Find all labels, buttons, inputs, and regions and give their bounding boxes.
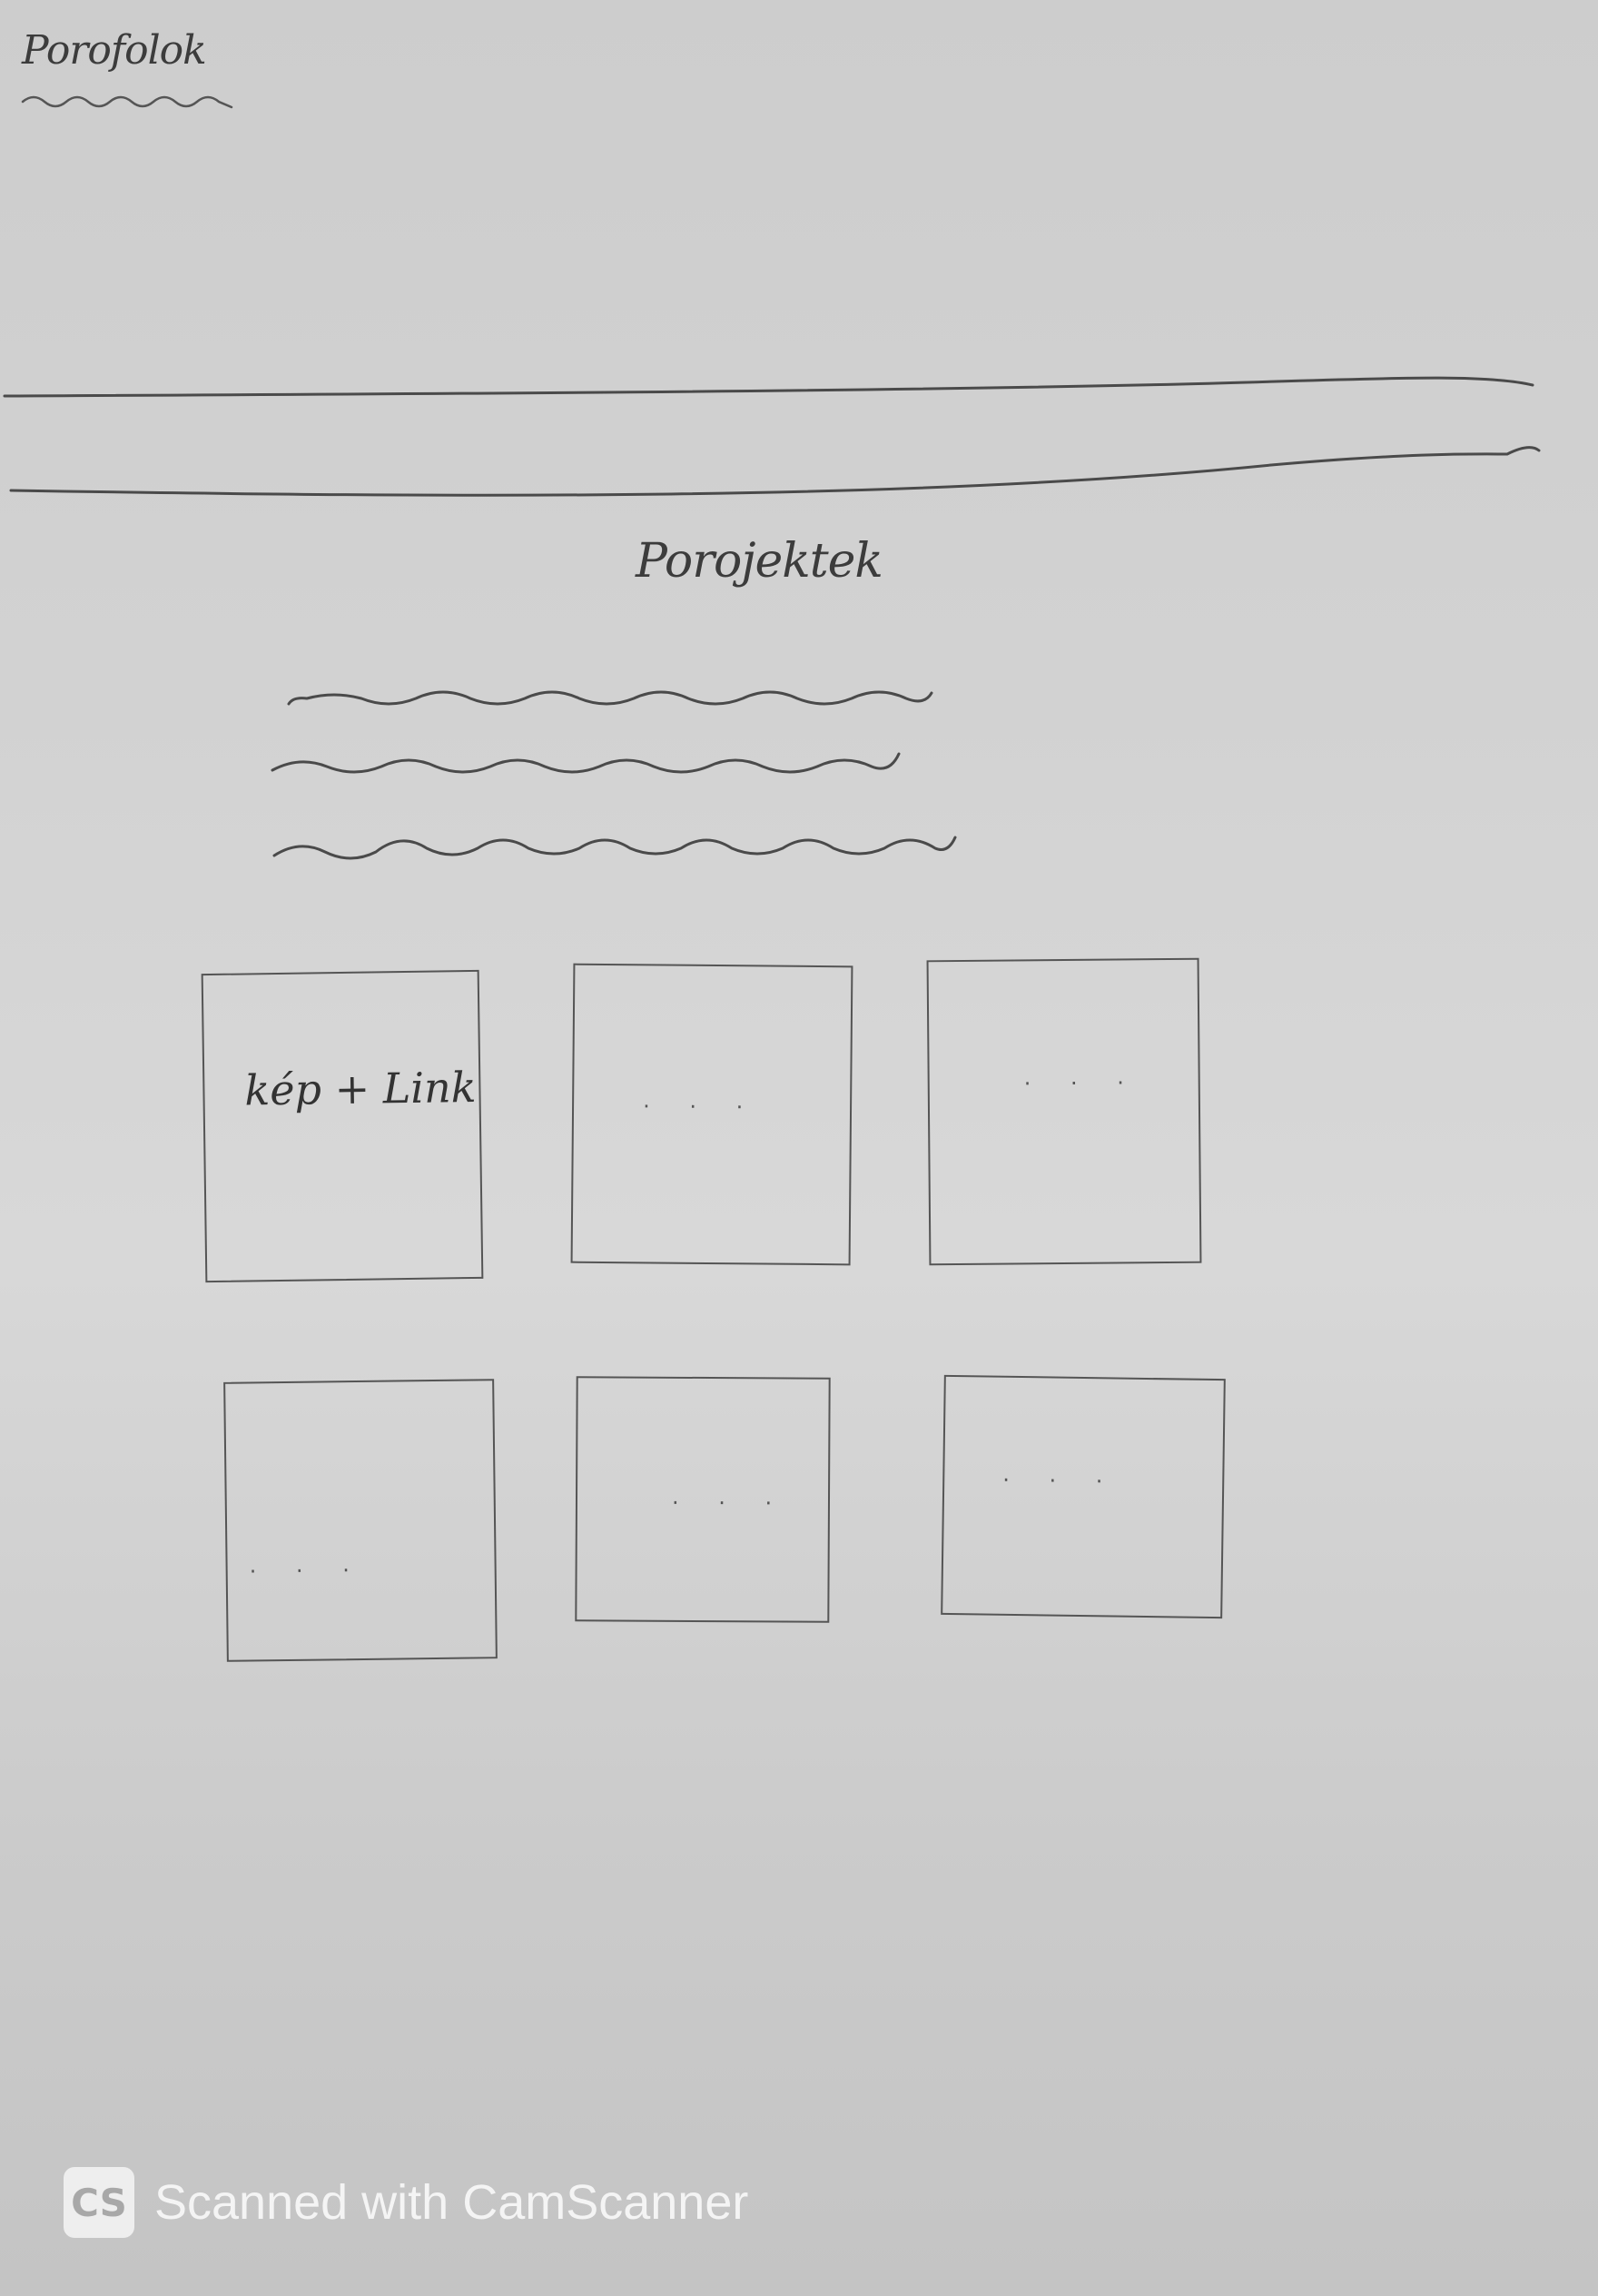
card-placeholder-dots: . . . — [643, 1087, 760, 1114]
project-card-6[interactable]: . . . — [941, 1374, 1226, 1619]
card-placeholder-dots: . . . — [1023, 1064, 1140, 1091]
card-placeholder-dots: . . . — [1002, 1460, 1120, 1489]
camscanner-logo-icon: CS — [64, 2167, 134, 2238]
watermark-text: Scanned with CamScanner — [154, 2175, 749, 2230]
description-line-2 — [271, 752, 901, 774]
description-line-3 — [272, 836, 957, 860]
navbar-bottom-line — [9, 446, 1541, 497]
navbar-top-line — [3, 376, 1534, 398]
card-label: kép + Link — [244, 1062, 477, 1115]
project-card-3[interactable]: . . . — [926, 957, 1202, 1266]
logo-text: Porofolok — [22, 27, 207, 74]
logo-underline-squiggle — [21, 95, 233, 109]
project-card-4[interactable]: . . . — [223, 1379, 498, 1662]
description-line-1 — [287, 690, 933, 706]
project-card-2[interactable]: . . . — [570, 963, 853, 1266]
section-heading: Porojektek — [636, 534, 883, 589]
card-placeholder-dots: . . . — [671, 1483, 789, 1510]
project-card-1[interactable]: kép + Link — [201, 969, 484, 1283]
project-card-5[interactable]: . . . — [575, 1376, 831, 1623]
camscanner-watermark: CS Scanned with CamScanner — [64, 2167, 748, 2238]
card-placeholder-dots: . . . — [249, 1550, 366, 1578]
